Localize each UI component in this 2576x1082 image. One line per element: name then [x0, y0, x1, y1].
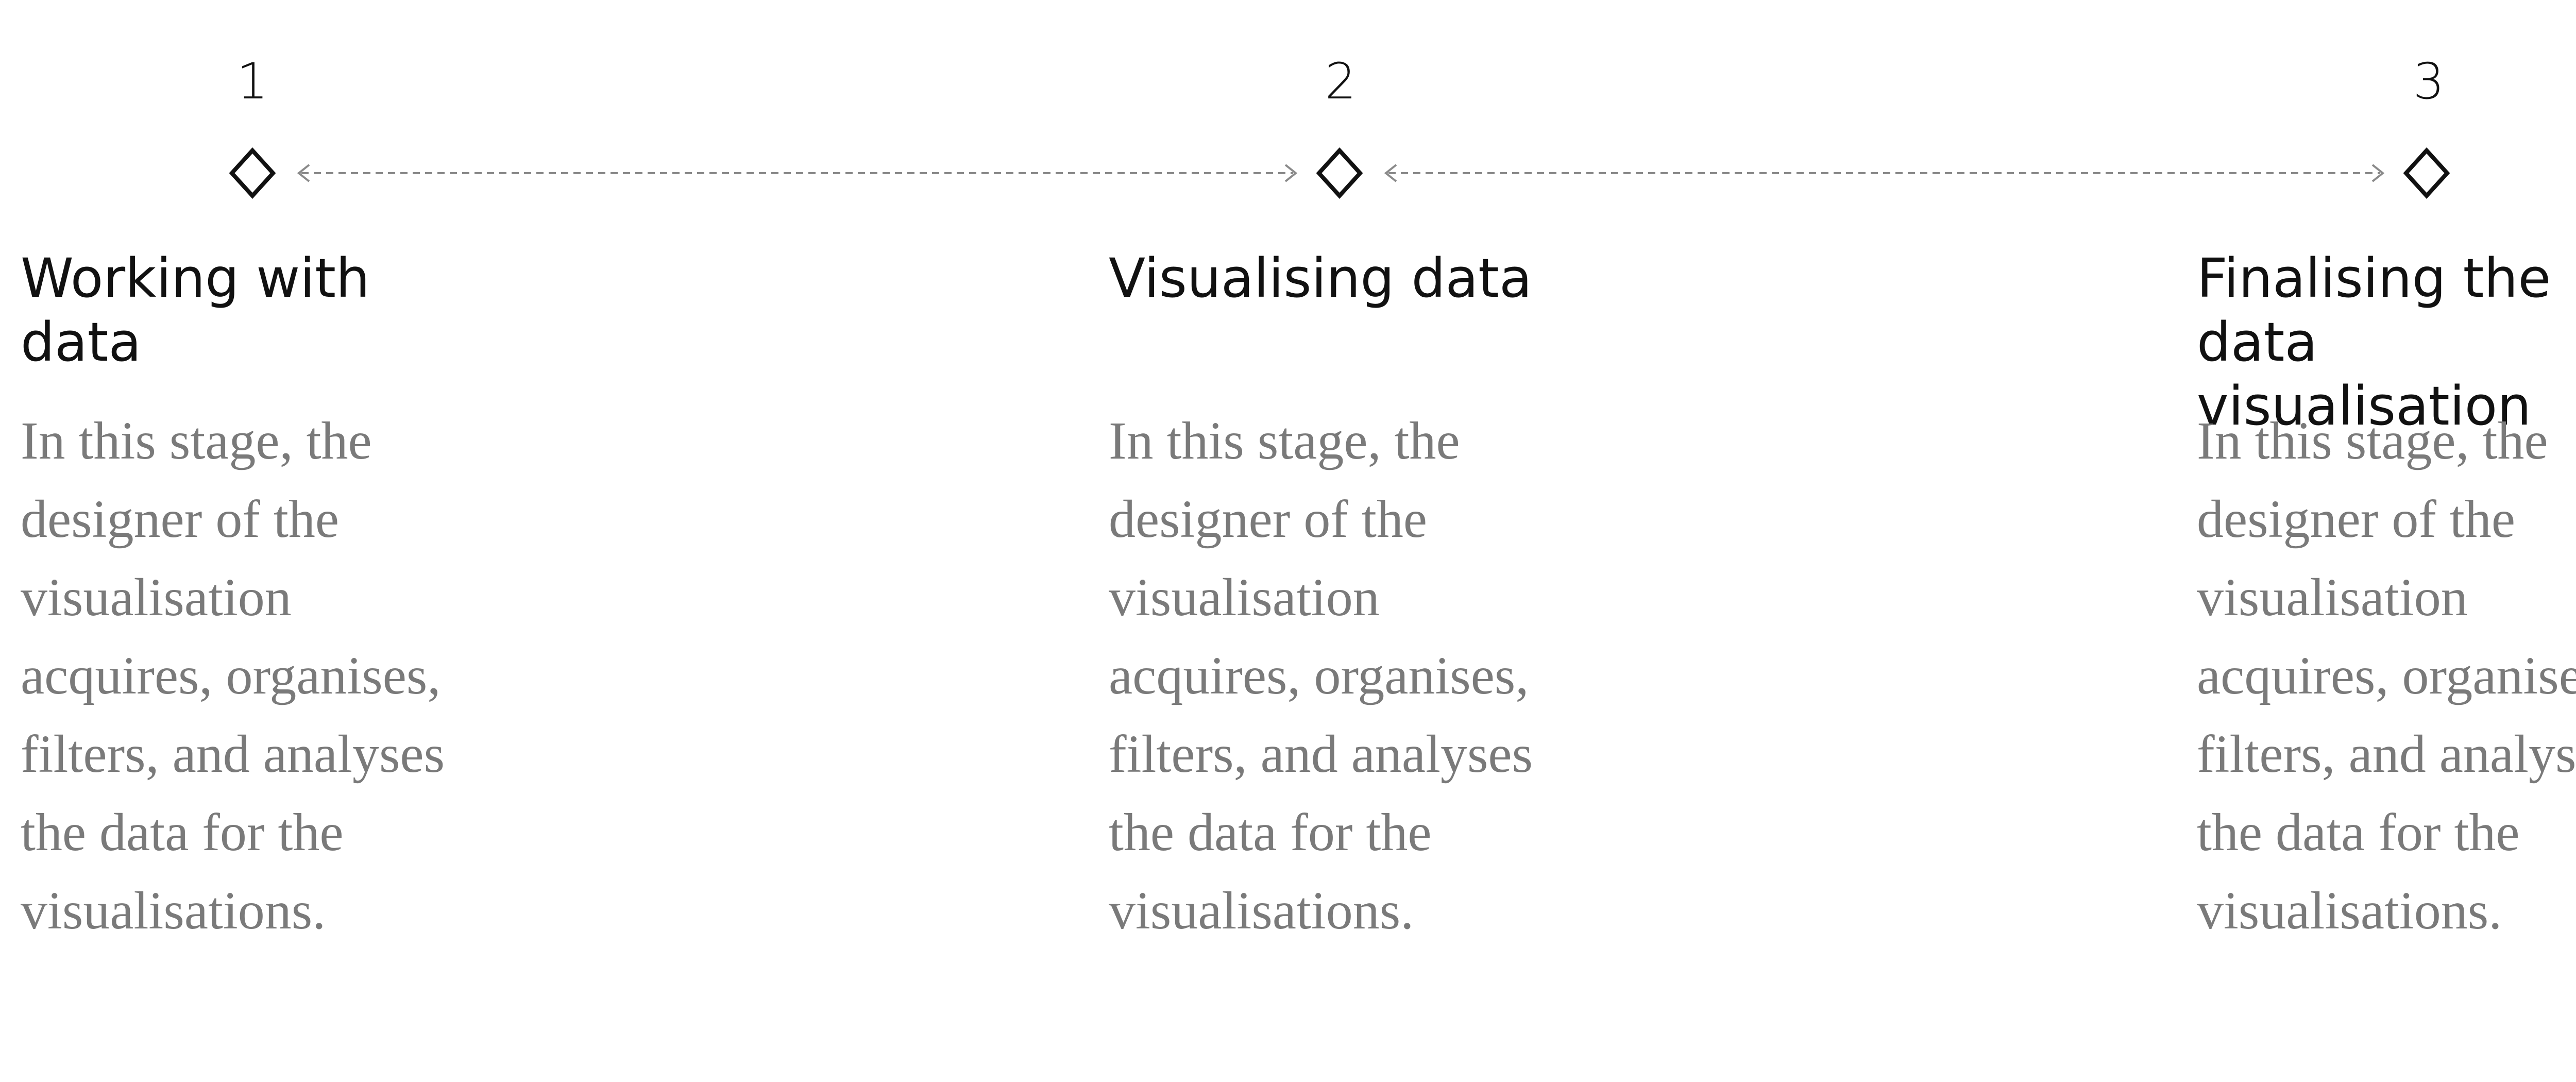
stage-3-description: In this stage, the designer of the visua… [2197, 411, 2576, 940]
stage-1-number: 1 [236, 53, 268, 110]
arrow-stage-1-to-2 [297, 164, 1298, 182]
stage-3-diamond-icon [2403, 147, 2450, 199]
stage-3-title: Finalising the data visualisation [2197, 247, 2551, 437]
timeline-connector [229, 147, 2450, 199]
stage-1-title: Working with data [21, 247, 370, 374]
arrow-stage-2-to-3 [1384, 164, 2385, 182]
stage-1-diamond-icon [229, 147, 276, 199]
stage-3-number: 3 [2413, 53, 2445, 110]
stage-2-number: 2 [1325, 53, 1357, 110]
stage-2-diamond-icon [1316, 147, 1363, 199]
stage-1-description: In this stage, the designer of the visua… [21, 411, 445, 940]
stage-2-description: In this stage, the designer of the visua… [1109, 411, 1533, 940]
stage-2-title: Visualising data [1109, 247, 1532, 310]
